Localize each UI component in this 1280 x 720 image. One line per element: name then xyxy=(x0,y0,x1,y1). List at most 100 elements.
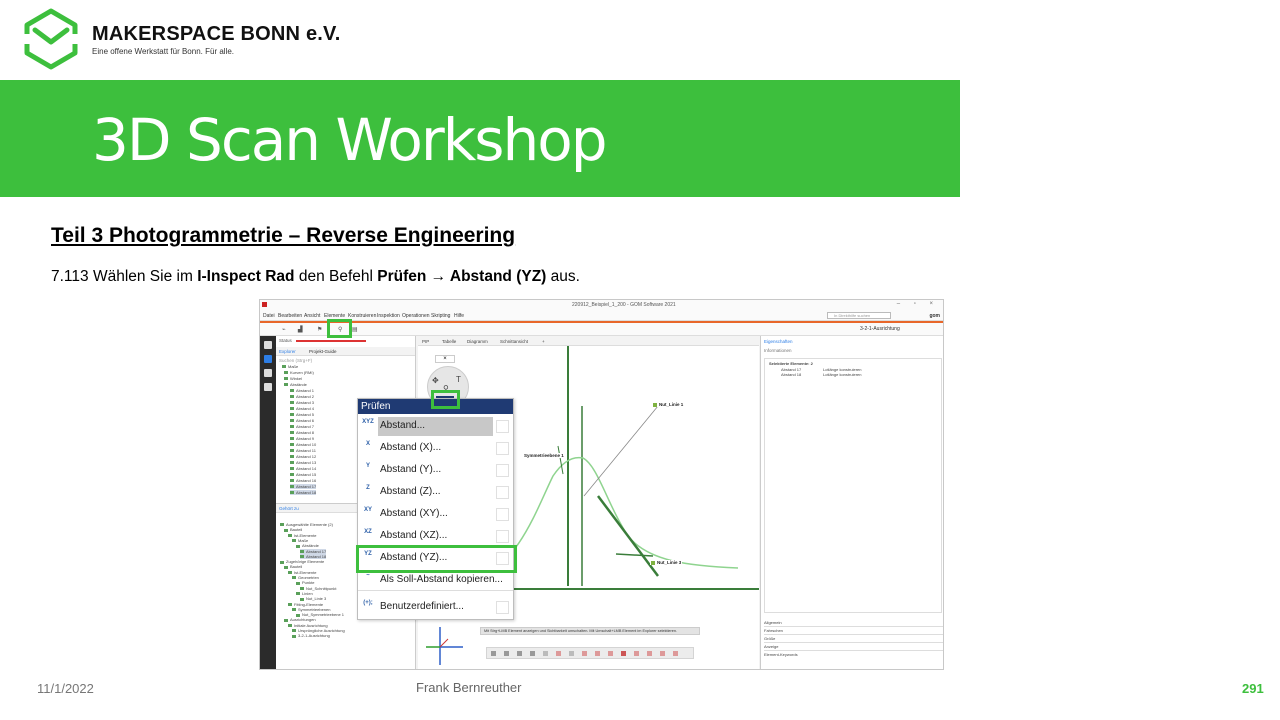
tree-item[interactable]: Linien xyxy=(296,591,313,596)
menu-konstruieren[interactable]: Konstruieren xyxy=(348,313,377,319)
direct-help-search[interactable]: In Direkthilfe suchen xyxy=(827,312,891,319)
tab-tabelle[interactable]: Tabelle xyxy=(442,339,457,344)
menu-inspektion[interactable]: Inspektion xyxy=(377,313,400,319)
tree-item[interactable]: Abstand 6 xyxy=(290,418,314,423)
tab-gehoert-zu[interactable]: Gehört zu xyxy=(279,506,299,511)
tree-item[interactable]: Abstand 7 xyxy=(290,424,314,429)
view-tool-icon[interactable] xyxy=(634,651,639,656)
section-fahrschen[interactable]: Fahrschen xyxy=(764,628,783,633)
view-tool-icon[interactable] xyxy=(660,651,665,656)
tree-item[interactable]: Maße xyxy=(282,364,298,369)
toolbar-inspect-icon[interactable]: ⚲ xyxy=(338,327,343,333)
tree-item[interactable]: Abstand 12 xyxy=(290,454,316,459)
menu-item-abstand-xy[interactable]: XY Abstand (XY)... xyxy=(358,504,513,524)
view-tool-icon[interactable] xyxy=(621,651,626,656)
favorite-checkbox[interactable] xyxy=(496,442,509,455)
favorite-checkbox[interactable] xyxy=(496,464,509,477)
favorite-checkbox[interactable] xyxy=(496,530,509,543)
tree-item[interactable]: Maße xyxy=(292,538,308,543)
tree-item[interactable]: Initiale Ausrichtung xyxy=(288,623,328,628)
favorite-checkbox[interactable] xyxy=(496,486,509,499)
view-tool-icon[interactable] xyxy=(608,651,613,656)
menu-ansicht[interactable]: Ansicht xyxy=(304,313,321,319)
tree-item[interactable]: Bauteil xyxy=(284,564,302,569)
wheel-move-icon[interactable]: ✥ xyxy=(432,376,439,385)
menu-bearbeiten[interactable]: Bearbeiten xyxy=(278,313,303,319)
tree-item[interactable]: Abstand 9 xyxy=(290,436,314,441)
section-anzeige[interactable]: Anzeige xyxy=(764,644,779,649)
tree-item[interactable]: Geometrien xyxy=(292,575,319,580)
tree-item[interactable]: Abstand 3 xyxy=(290,400,314,405)
view-tool-icon[interactable] xyxy=(595,651,600,656)
tree-item[interactable]: Abstände xyxy=(284,382,307,387)
tree-item[interactable]: Ist-Elemente xyxy=(288,570,316,575)
menu-item-abstand-x[interactable]: X Abstand (X)... xyxy=(358,438,513,458)
tree-item[interactable]: 3-2-1-Ausrichtung xyxy=(292,633,330,638)
menu-item-abstand-yz[interactable]: YZ Abstand (YZ)... xyxy=(358,548,513,568)
tree-item[interactable]: Abstand 11 xyxy=(290,448,316,453)
tree-item[interactable]: Abstand 5 xyxy=(290,412,314,417)
tree-item[interactable]: Nut_Linie 3 xyxy=(300,596,326,601)
window-controls-icon[interactable]: – ▫ × xyxy=(896,301,939,307)
tree-item[interactable]: Fitting-Elemente xyxy=(288,602,323,607)
menu-item-abstand-xz[interactable]: XZ Abstand (XZ)... xyxy=(358,526,513,546)
favorite-checkbox[interactable] xyxy=(496,601,509,614)
tree-item[interactable]: Nut_Symmetrieebene 1 xyxy=(296,612,344,617)
tree-item[interactable]: Abstand 14 xyxy=(290,466,316,471)
view-tool-icon[interactable] xyxy=(582,651,587,656)
toolbar-point-icon[interactable]: ⌁ xyxy=(282,327,286,333)
toolbar-table-icon[interactable]: ▤ xyxy=(352,327,358,333)
tab-diagramm[interactable]: Diagramm xyxy=(467,339,488,344)
wheel-text-icon[interactable]: T xyxy=(456,375,461,384)
menu-item-abstand-z[interactable]: Z Abstand (Z)... xyxy=(358,482,513,502)
report-icon[interactable] xyxy=(264,369,272,377)
view-tool-icon[interactable] xyxy=(517,651,522,656)
tree-item[interactable]: Bauteil xyxy=(284,527,302,532)
section-keywords[interactable]: Element-Keywords xyxy=(764,652,798,657)
tree-item[interactable]: Abstände xyxy=(296,543,319,548)
menu-elemente[interactable]: Elemente xyxy=(324,313,346,319)
favorite-checkbox[interactable] xyxy=(496,508,509,521)
tree-item[interactable]: Winkel xyxy=(284,376,302,381)
view-tool-icon[interactable] xyxy=(530,651,535,656)
view-tool-icon[interactable] xyxy=(569,651,574,656)
tree-item[interactable]: Abstand 17 xyxy=(290,484,317,489)
tree-item[interactable]: Abstand 2 xyxy=(290,394,314,399)
tree-item[interactable]: Abstand 15 xyxy=(290,472,316,477)
tree-item[interactable]: Ausrichtungen xyxy=(284,617,316,622)
grid-icon[interactable] xyxy=(264,383,272,391)
view-tool-icon[interactable] xyxy=(504,651,509,656)
tree-item[interactable]: Abstand 8 xyxy=(290,430,314,435)
menu-operationen[interactable]: Operationen xyxy=(402,313,430,319)
section-groesse[interactable]: Größe xyxy=(764,636,776,641)
explorer-search[interactable]: Suchen (Strg+F) xyxy=(279,358,313,363)
tab-schnittansicht[interactable]: Schnittansicht xyxy=(500,339,529,344)
menu-item-benutzerdefiniert[interactable]: (+); Benutzerdefiniert... xyxy=(358,597,513,617)
menu-skripting[interactable]: Skripting xyxy=(431,313,451,319)
menu-datei[interactable]: Datei xyxy=(263,313,275,319)
view-tool-icon[interactable] xyxy=(491,651,496,656)
tab-pip[interactable]: PIP xyxy=(422,339,430,344)
tree-item[interactable]: Abstand 1 xyxy=(290,388,314,393)
home-icon[interactable] xyxy=(264,341,272,349)
tab-add[interactable]: + xyxy=(542,339,545,344)
menu-item-soll-abstand[interactable]: ~ Als Soll-Abstand kopieren... xyxy=(358,570,513,590)
tree-item[interactable]: Zugehörige Elemente xyxy=(280,559,324,564)
favorite-checkbox[interactable] xyxy=(496,420,509,433)
tree-item[interactable]: Abstand 16 xyxy=(290,478,316,483)
favorite-checkbox[interactable] xyxy=(496,552,509,565)
tree-item[interactable]: Abstand 17 xyxy=(300,548,327,554)
alignment-selector[interactable]: 3-2-1-Ausrichtung xyxy=(860,326,900,332)
section-allgemein[interactable]: Allgemein xyxy=(764,620,782,625)
tree-item[interactable]: Kurven (RMI) xyxy=(284,370,314,375)
tab-eigenschaften[interactable]: Eigenschaften xyxy=(764,339,793,344)
toolbar-flag-icon[interactable]: ⚑ xyxy=(317,327,323,333)
menu-item-abstand[interactable]: XYZ Abstand... xyxy=(358,416,513,436)
inspect-rail-icon[interactable] xyxy=(264,355,272,363)
view-tool-icon[interactable] xyxy=(647,651,652,656)
tree-item[interactable]: Abstand 13 xyxy=(290,460,316,465)
view-tool-icon[interactable] xyxy=(543,651,548,656)
tree-item[interactable]: Symmetrieebenen xyxy=(292,607,330,612)
tab-projekt-guide[interactable]: Projekt-Guide xyxy=(309,349,337,354)
tree-item[interactable]: Ist-Elemente xyxy=(288,533,316,538)
